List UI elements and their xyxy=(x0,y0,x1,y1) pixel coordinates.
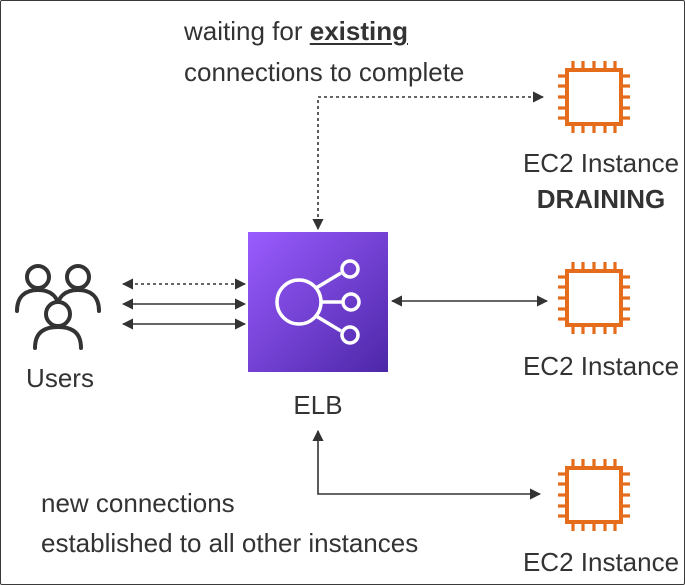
ec2-chip-icon xyxy=(558,262,630,334)
waiting-emphasis: existing xyxy=(309,16,408,46)
new-connections-annotation-line2: established to all other instances xyxy=(41,528,419,558)
ec2-chip-icon xyxy=(558,459,630,531)
users-group-icon xyxy=(15,264,101,350)
draining-connection-arrow xyxy=(312,91,545,231)
instance-label: EC2 Instance xyxy=(522,148,680,178)
ec2-chip-icon xyxy=(558,61,630,133)
new-connections-annotation-line1: new connections xyxy=(41,488,235,518)
users-label: Users xyxy=(26,363,94,393)
instance-label: EC2 Instance xyxy=(522,547,680,577)
instance-status-badge: DRAINING xyxy=(536,184,666,214)
users-elb-arrows xyxy=(121,278,247,330)
waiting-annotation-line2: connections to complete xyxy=(184,57,465,87)
elb-instance3-arrow xyxy=(312,429,542,500)
elb-load-balancer-icon xyxy=(248,232,388,372)
elb-label: ELB xyxy=(293,390,343,420)
instance-label: EC2 Instance xyxy=(522,351,680,381)
waiting-annotation-line1: waiting for existing xyxy=(184,15,408,47)
waiting-prefix: waiting for xyxy=(184,16,310,46)
